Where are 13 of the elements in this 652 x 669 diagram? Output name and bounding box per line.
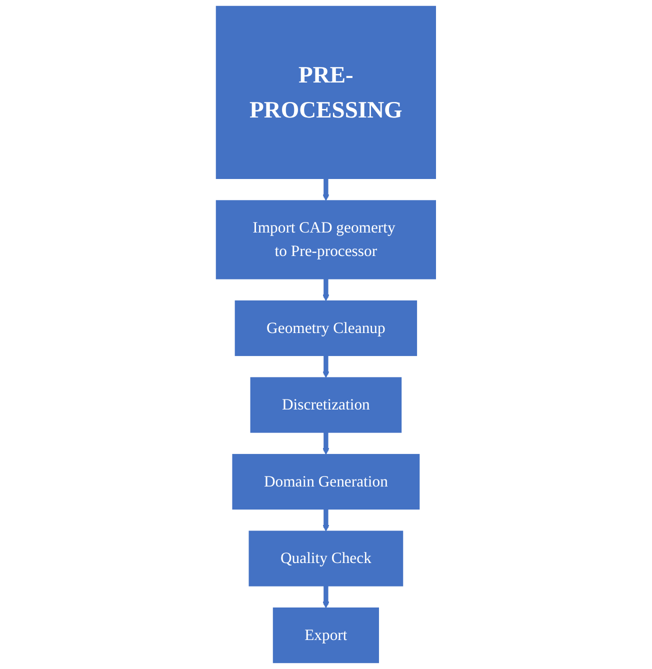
node-box: Domain Generation xyxy=(232,454,420,510)
node-box: Geometry Cleanup xyxy=(234,300,418,356)
node-box: Quality Check xyxy=(248,530,404,586)
node-box: Export xyxy=(272,608,380,664)
node-box: Import CAD geomerty to Pre-processor xyxy=(216,200,436,280)
arrow xyxy=(322,432,330,455)
arrow xyxy=(322,178,330,201)
node-box: Discretization xyxy=(250,377,402,433)
node-box: PRE-PROCESSING xyxy=(216,6,436,179)
arrow xyxy=(322,586,330,608)
arrow xyxy=(322,356,330,378)
arrow xyxy=(322,509,330,532)
arrow xyxy=(322,278,330,302)
